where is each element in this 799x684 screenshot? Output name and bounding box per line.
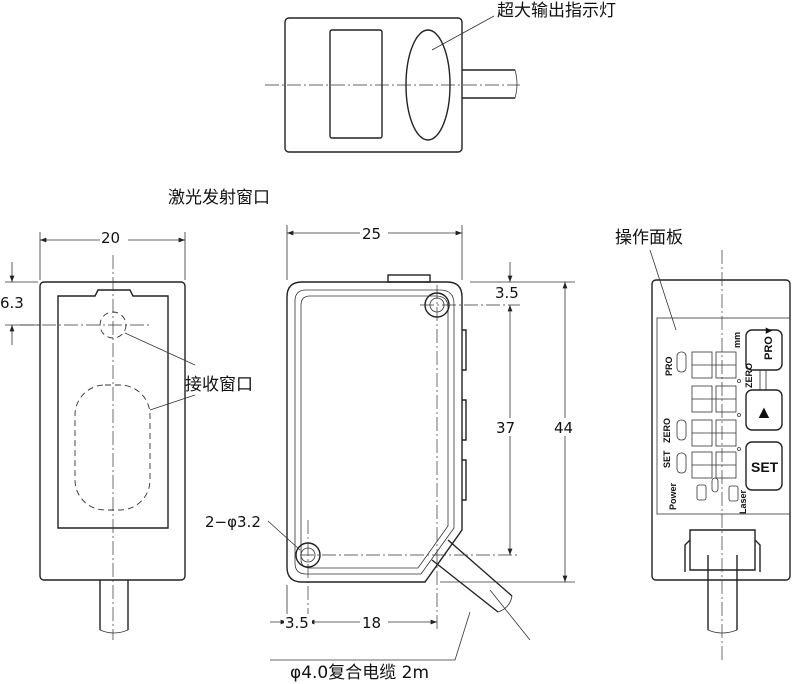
dim-spacing-37: 37 [496,419,515,437]
dim-hole-offset-left: 3.5 [285,614,309,632]
set-button-label: SET [751,459,779,475]
dim-spacing-18: 18 [362,614,381,632]
pro-button-label: PRO▼ [763,325,775,360]
pro-indicator-label: PRO [664,356,674,376]
top-view: 超大输出指示灯 [265,1,616,153]
panel-view: 操作面板 mm PRO ZERO SET Power Laser PRO▼ ZE… [615,228,791,660]
set-button[interactable] [745,441,783,491]
display-window [329,29,383,139]
unit-label: mm [732,332,742,348]
laser-led [728,485,739,502]
dim-width-25: 25 [362,225,381,243]
holes-label: 2−φ3.2 [205,513,261,531]
up-button[interactable] [745,389,783,431]
set-indicator-label: SET [662,450,672,468]
receiver-window-label: 接收窗口 [185,375,253,395]
pro-button[interactable] [745,329,783,371]
set-led [676,452,687,474]
dim-height-44: 44 [554,419,573,437]
panel-label: 操作面板 [615,228,683,248]
seven-segment-display [691,351,741,493]
up-button-label: ▲ [755,402,773,422]
emitter-window-label: 激光发射窗口 [168,188,270,208]
dim-width-20: 20 [101,229,120,247]
power-label: Power [668,482,678,510]
zero-label: ZERO [744,363,754,388]
side-view: 20 6.3 接收窗口 [0,229,253,640]
zero-indicator-label: ZERO [662,418,672,443]
cable-label: φ4.0复合电缆 2m [290,663,429,683]
dim-hole-offset-top: 3.5 [495,284,519,302]
pro-led [676,351,687,373]
dim-offset-6-3: 6.3 [0,294,24,312]
indicator-label: 超大输出指示灯 [497,1,616,21]
laser-label: Laser [738,489,748,514]
power-led [696,484,707,501]
front-view: 25 3.5 37 44 3.5 18 2−φ3.2 φ4.0复合电缆 2m [205,224,578,683]
zero-led [676,419,687,441]
